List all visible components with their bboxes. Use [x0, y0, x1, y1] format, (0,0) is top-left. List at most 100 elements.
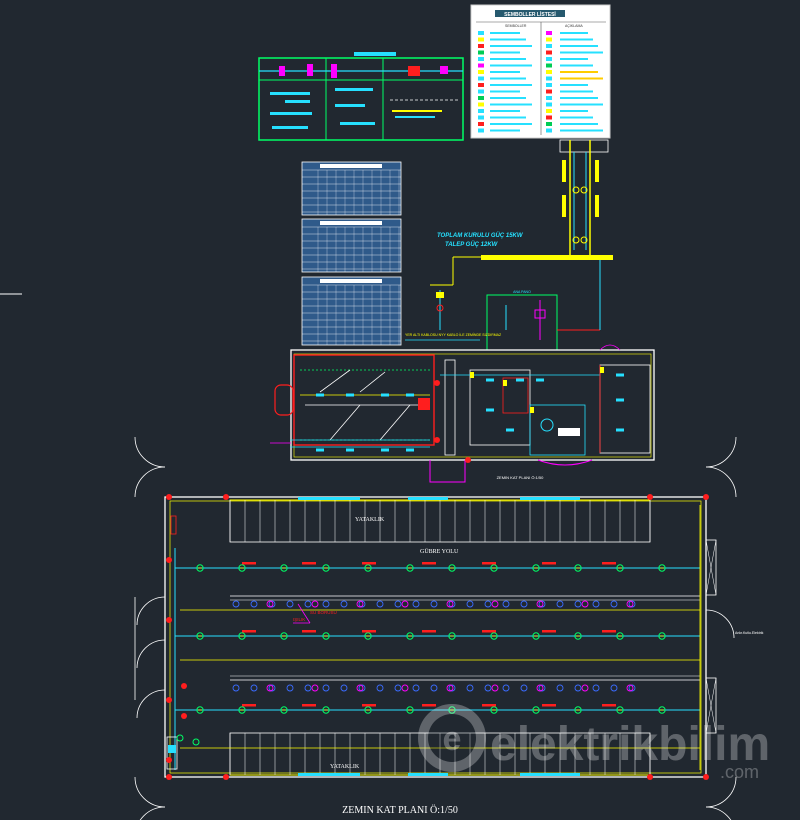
- heater-icon: [242, 562, 256, 565]
- water-trough-icon: [628, 684, 636, 692]
- light-label: IŞILIK: [293, 617, 305, 622]
- lamp-icon: [574, 632, 582, 640]
- lamp-icon: [448, 564, 456, 572]
- valve-icon: [401, 600, 409, 608]
- lamp-icon: [658, 564, 666, 572]
- water-trough-icon: [538, 600, 546, 608]
- water-trough-icon: [556, 600, 564, 608]
- light-fixture-icon: [536, 378, 544, 382]
- lamp-icon: [490, 706, 498, 714]
- lamp-icon: [658, 706, 666, 714]
- water-trough-icon: [556, 684, 564, 692]
- legend-text-line: [490, 77, 526, 80]
- water-trough-icon: [250, 684, 258, 692]
- legend-text-line: [560, 71, 598, 73]
- valve-icon: [536, 600, 544, 608]
- heater-icon: [242, 630, 256, 633]
- legend-symbol-icon: [546, 128, 552, 133]
- legend-text-line: [490, 129, 520, 132]
- right-note: Ankr.Kutlu.Elektrik: [735, 631, 764, 635]
- valve-icon: [266, 684, 274, 692]
- legend-symbol-icon: [546, 50, 552, 55]
- water-trough-icon: [484, 684, 492, 692]
- valve-icon: [581, 600, 589, 608]
- single-line-diagram: [258, 52, 464, 141]
- heater-icon: [602, 630, 616, 633]
- water-trough-icon: [232, 684, 240, 692]
- supply-line-1: TOPLAM KURULU GÜÇ 15KW: [437, 232, 524, 239]
- legend-symbol-icon: [478, 128, 484, 133]
- window-icon: [520, 773, 580, 776]
- door-swing: [134, 466, 166, 498]
- column-icon: [166, 774, 172, 780]
- water-trough-icon: [520, 684, 528, 692]
- column-icon: [166, 697, 172, 703]
- lamp-icon: [490, 564, 498, 572]
- legend-text-line: [490, 45, 532, 47]
- water-trough-icon: [574, 600, 582, 608]
- light-fixture-icon: [406, 393, 414, 397]
- legend-text-line: [560, 32, 588, 34]
- legend-text-line: [490, 32, 520, 34]
- legend-symbol-icon: [478, 44, 484, 48]
- heater-icon: [302, 704, 316, 707]
- door-swing: [136, 689, 166, 719]
- water-trough-icon: [286, 684, 294, 692]
- lamp-icon: [406, 564, 414, 572]
- valve-icon: [581, 684, 589, 692]
- water-trough-icon: [268, 684, 276, 692]
- legend-text-line: [560, 58, 588, 60]
- legend-text-line: [490, 90, 520, 93]
- lamp-icon: [322, 632, 330, 640]
- legend-text-line: [490, 116, 526, 119]
- watermark-text: elektrikbilim: [490, 718, 770, 771]
- water-trough-icon: [538, 684, 546, 692]
- lamp-icon: [448, 632, 456, 640]
- legend-symbol-icon: [546, 89, 552, 94]
- valve-icon: [356, 684, 364, 692]
- legend-title: SEMBOLLER LİSTESİ: [504, 11, 556, 18]
- door-swing: [134, 436, 166, 468]
- lamp-icon: [196, 706, 204, 714]
- column-icon: [181, 713, 187, 719]
- lamp-icon: [238, 632, 246, 640]
- lamp-icon: [448, 706, 456, 714]
- lamp-icon: [280, 632, 288, 640]
- window-icon: [520, 497, 580, 500]
- legend-text-line: [490, 64, 532, 67]
- column-icon: [703, 494, 709, 500]
- water-trough-icon: [466, 684, 474, 692]
- switch-icon: [503, 380, 507, 386]
- water-trough-icon: [412, 684, 420, 692]
- water-trough-icon: [286, 600, 294, 608]
- light-fixture-icon: [616, 373, 624, 377]
- supply-note: YER ALTI KABLOSU NYY KABLO İLE ZEMİNDE S…: [405, 332, 502, 337]
- heater-icon: [482, 630, 496, 633]
- light-fixture-icon: [486, 378, 494, 382]
- valve-icon: [401, 684, 409, 692]
- column-icon: [647, 774, 653, 780]
- water-trough-icon: [304, 684, 312, 692]
- column-icon: [703, 774, 709, 780]
- lamp-icon: [406, 706, 414, 714]
- valve-icon: [446, 600, 454, 608]
- socket-icon: [465, 457, 471, 463]
- valve-icon: [491, 684, 499, 692]
- door-swing: [136, 639, 166, 669]
- water-trough-icon: [610, 684, 618, 692]
- table-header: [320, 164, 382, 168]
- legend-symbol-icon: [546, 109, 552, 113]
- legend-symbol-icon: [478, 115, 484, 120]
- legend-symbol-icon: [546, 44, 552, 48]
- valve-icon: [491, 600, 499, 608]
- light-fixture-icon: [346, 393, 354, 397]
- legend-symbol-icon: [478, 89, 484, 94]
- symbol-legend: SEMBOLLER LİSTESİ SEMBOLLER AÇIKLAMA: [470, 4, 611, 139]
- window-icon: [408, 773, 448, 776]
- lamp-icon: [616, 632, 624, 640]
- legend-text-line: [560, 110, 588, 112]
- legend-col-right: AÇIKLAMA: [565, 24, 583, 28]
- lamp-icon: [616, 564, 624, 572]
- water-trough-icon: [376, 684, 384, 692]
- room-top-label: YATAKLIK: [355, 517, 385, 523]
